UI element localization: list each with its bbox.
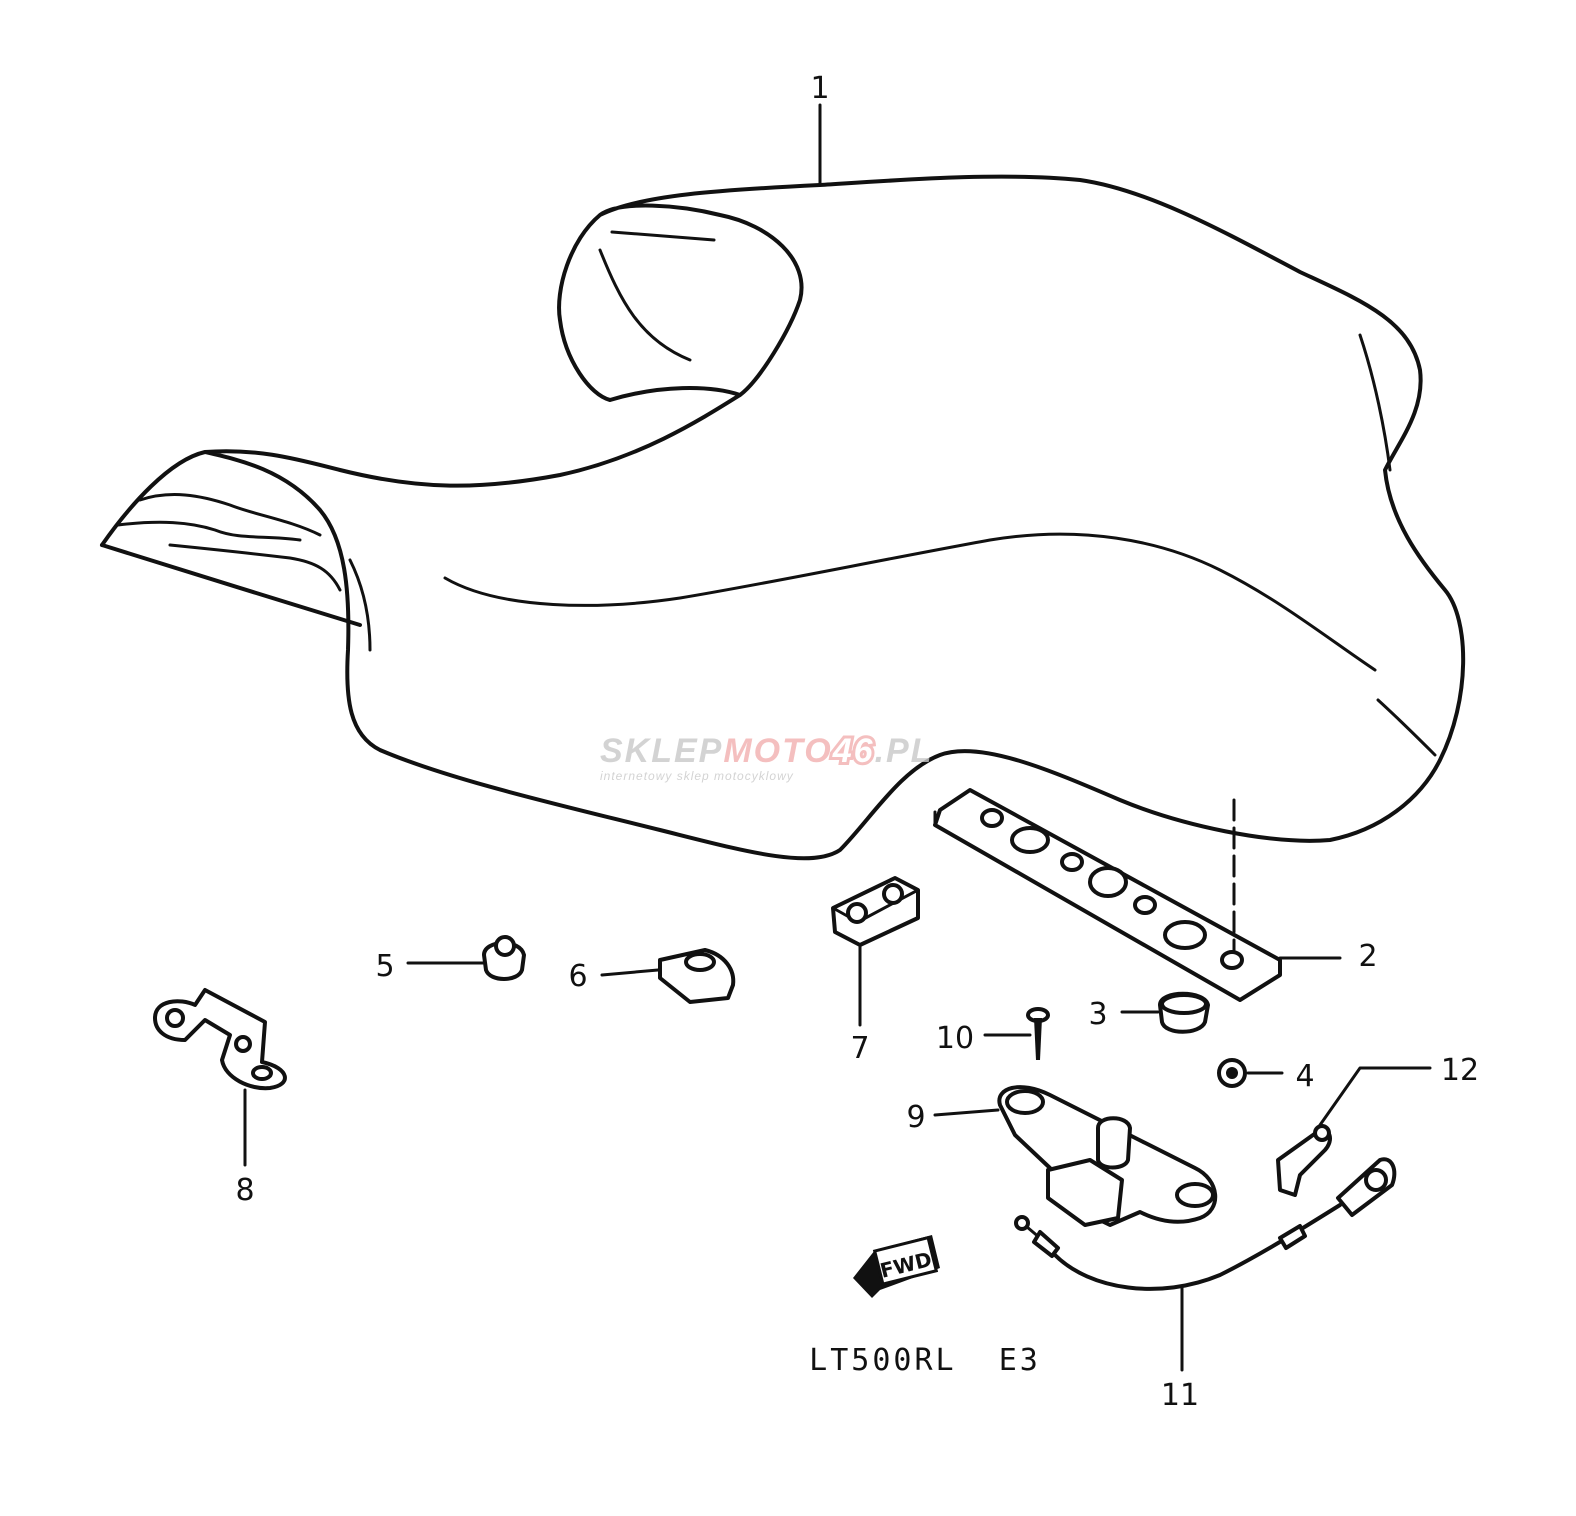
part-5-cushion [406,935,526,981]
callouts: 1 2 3 4 5 6 7 8 9 10 11 12 [235,71,1479,1413]
callout-10: 10 [936,1021,974,1056]
watermark-brand: SKLEPMOTO46.PL [600,732,933,770]
callout-6: 6 [568,959,587,994]
part-11-cable [1014,1157,1397,1372]
callout-4: 4 [1295,1059,1314,1094]
callout-3: 3 [1088,997,1107,1032]
part-6-cushion-block [600,948,736,1004]
part-4-nut [1217,1058,1284,1088]
callout-5: 5 [375,949,394,984]
part-10-screw [983,1007,1050,1060]
watermark: SKLEPMOTO46.PL internetowy sklep motocyk… [600,729,933,783]
part-12-lever [1276,1066,1432,1197]
callout-11: 11 [1161,1378,1199,1413]
part-3-grommet [1120,991,1210,1034]
part-8-bracket [153,988,287,1167]
fwd-arrow-icon: FWD [853,1235,940,1298]
part-2-plate [933,788,1342,1002]
part-9-lock [933,1085,1218,1227]
callout-2: 2 [1358,939,1377,974]
watermark-tagline: internetowy sklep motocyklowy [600,769,794,783]
part-7-cushion [831,876,920,1027]
callout-9: 9 [906,1100,925,1135]
callout-8: 8 [235,1173,254,1208]
callout-12: 12 [1441,1053,1479,1088]
part-1-seat [100,103,1466,861]
model-code: LT500RL E3 [809,1343,1041,1378]
callout-1: 1 [810,71,829,106]
callout-7: 7 [850,1031,869,1066]
